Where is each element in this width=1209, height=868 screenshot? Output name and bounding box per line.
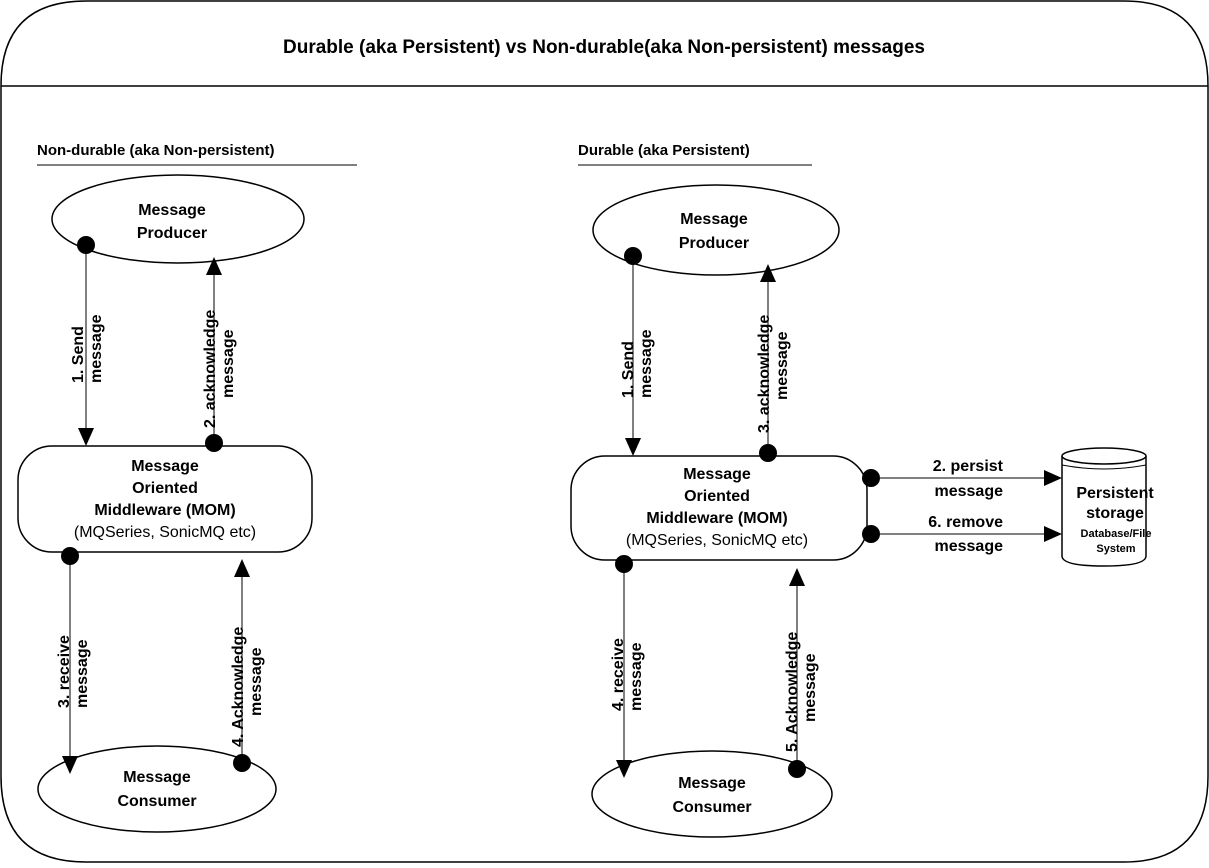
right-mom-label-2: Oriented — [684, 488, 750, 505]
storage-cylinder-top — [1061, 447, 1147, 465]
right-send-arrowhead — [625, 438, 641, 456]
left-receive-arrowhead — [62, 756, 78, 774]
left-consumer-label-1: Message — [123, 769, 191, 786]
right-send-label-2: message — [638, 329, 655, 398]
left-mom-label-3: Middleware (MOM) — [94, 502, 235, 519]
right-persist-label-2: message — [935, 483, 1004, 500]
right-ack-producer-arrowhead — [760, 264, 776, 282]
left-ack-consumer-label-2: message — [248, 647, 265, 716]
left-producer-label-1: Message — [138, 202, 206, 219]
left-mom-node — [17, 445, 313, 553]
storage-sublabel-1: Database/File — [1081, 528, 1152, 540]
left-send-start-dot — [77, 236, 95, 254]
left-receive-label-1: 3. receive — [56, 635, 73, 708]
left-receive-label-2: message — [74, 639, 91, 708]
left-send-label-1: 1. Send — [70, 326, 87, 383]
right-receive-start-dot — [615, 555, 633, 573]
storage-sublabel-2: System — [1096, 543, 1135, 555]
right-mom-label-1: Message — [683, 466, 751, 483]
storage-cylinder — [1061, 456, 1147, 567]
left-receive-start-dot — [61, 547, 79, 565]
right-ack-consumer-arrowhead — [789, 568, 805, 586]
section-header-durable: Durable (aka Persistent) — [578, 142, 750, 159]
right-ack-consumer-start-dot — [788, 760, 806, 778]
left-consumer-label-2: Consumer — [117, 793, 196, 810]
right-remove-label-1: 6. remove — [928, 514, 1003, 531]
right-ack-consumer-label-2: message — [802, 653, 819, 722]
left-consumer-node — [37, 745, 277, 833]
section-header-nondurable: Non-durable (aka Non-persistent) — [37, 142, 275, 159]
right-ack-producer-label-1: 3. acknowledge — [756, 315, 773, 433]
right-producer-node — [592, 184, 840, 276]
right-persist-start-dot — [862, 469, 880, 487]
left-send-arrowhead — [78, 428, 94, 446]
left-mom-label-2: Oriented — [132, 480, 198, 497]
left-ack-consumer-arrowhead — [234, 559, 250, 577]
left-ack-producer-label-1: 2. acknowledge — [202, 310, 219, 428]
left-mom-sublabel: (MQSeries, SonicMQ etc) — [74, 524, 256, 541]
right-consumer-node — [591, 750, 833, 838]
right-receive-arrowhead — [616, 760, 632, 778]
right-mom-sublabel: (MQSeries, SonicMQ etc) — [626, 532, 808, 549]
right-mom-node — [570, 455, 868, 561]
right-producer-label-2: Producer — [679, 235, 749, 252]
left-producer-label-2: Producer — [137, 225, 207, 242]
right-ack-consumer-label-1: 5. Acknowledge — [784, 632, 801, 752]
right-consumer-label-1: Message — [678, 775, 746, 792]
right-persist-label-1: 2. persist — [933, 458, 1004, 475]
right-producer-label-1: Message — [680, 211, 748, 228]
storage-label-1: Persistent — [1076, 485, 1154, 502]
right-consumer-label-2: Consumer — [672, 799, 751, 816]
left-send-label-2: message — [88, 314, 105, 383]
left-producer-node — [51, 174, 305, 264]
left-mom-label-1: Message — [131, 458, 199, 475]
page-title: Durable (aka Persistent) vs Non-durable(… — [283, 37, 925, 58]
right-receive-label-2: message — [628, 642, 645, 711]
right-remove-arrowhead — [1044, 526, 1062, 542]
right-send-label-1: 1. Send — [620, 341, 637, 398]
storage-cylinder-inner-line — [1061, 464, 1147, 470]
left-ack-consumer-label-1: 4. Acknowledge — [230, 627, 247, 747]
right-send-start-dot — [624, 247, 642, 265]
left-ack-producer-start-dot — [205, 434, 223, 452]
storage-label-2: storage — [1086, 505, 1144, 522]
right-ack-producer-start-dot — [759, 444, 777, 462]
right-remove-start-dot — [862, 525, 880, 543]
right-mom-label-3: Middleware (MOM) — [646, 510, 787, 527]
right-persist-arrowhead — [1044, 470, 1062, 486]
left-ack-producer-label-2: message — [220, 329, 237, 398]
right-remove-label-2: message — [935, 538, 1004, 555]
left-ack-consumer-start-dot — [233, 754, 251, 772]
right-ack-producer-label-2: message — [774, 331, 791, 400]
right-receive-label-1: 4. receive — [610, 638, 627, 711]
left-ack-producer-arrowhead — [206, 257, 222, 275]
